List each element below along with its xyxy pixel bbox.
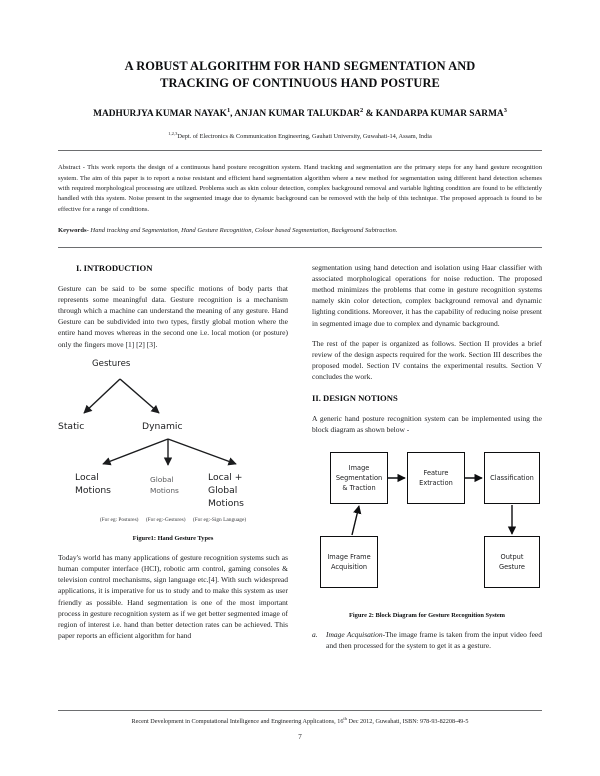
header-divider [58, 150, 542, 152]
figure-2-box-segmentation: Image Segmentation & Traction [330, 452, 388, 505]
list-item: a. Image Acquisation-The image frame is … [312, 629, 542, 651]
author-1-affil-marker: 1 [226, 107, 231, 114]
intro-paragraph-2: Today's world has many applications of g… [58, 552, 288, 641]
figure-2-block-diagram: Image Segmentation & Traction Feature Ex… [312, 444, 542, 604]
footer-citation: Recent Development in Computational Inte… [58, 714, 542, 726]
two-column-body: I. INTRODUCTION Gesture can be said to b… [58, 262, 542, 652]
figure-2-box-image-frame-acquisition: Image Frame Acquisition [320, 536, 378, 589]
abstract-text: Abstract - This work reports the design … [58, 164, 542, 213]
section-heading-introduction: I. INTRODUCTION [76, 262, 153, 273]
figure-2-box-feature-extraction: Feature Extraction [407, 452, 465, 505]
title-line-1: A ROBUST ALGORITHM FOR HAND SEGMENTATION… [124, 59, 476, 73]
keywords-label: Keywords- [58, 227, 89, 235]
section-heading-design-notions: II. DESIGN NOTIONS [312, 392, 398, 403]
page-number: 7 [298, 733, 302, 742]
affiliation-text: Dept. of Electronics & Communication Eng… [177, 133, 432, 141]
right-paragraph-2: The rest of the paper is organized as fo… [312, 338, 542, 382]
figure-1-static-label: Static [58, 420, 85, 432]
author-3-affil-marker: 3 [503, 107, 507, 114]
figure-2-box-output-gesture: Output Gesture [484, 536, 540, 589]
figure-1-dynamic-label: Dynamic [142, 420, 183, 432]
right-column: segmentation using hand detection and is… [312, 262, 542, 652]
figure-1-connectors [83, 378, 237, 466]
figure-1-example-local-global: (For eg:-Sign Language) [192, 516, 247, 523]
affiliation-marker: 1,2,3 [168, 131, 178, 137]
footer-ordinal-suffix: th [343, 716, 347, 721]
right-paragraph-1: segmentation using hand detection and is… [312, 262, 542, 328]
design-paragraph-1: A generic hand posture recognition syste… [312, 413, 542, 434]
footer-citation-after: Dec 2012, Guwahati, ISBN: 978-93-82208-4… [346, 718, 469, 726]
abstract-divider [58, 246, 542, 248]
figure-1-examples: (For eg: Postures) (For eg:-Gestures) (F… [58, 517, 288, 523]
footer-citation-before: Recent Development in Computational Inte… [131, 718, 344, 726]
list-item-marker: a. [312, 630, 318, 640]
author-2: , ANJAN KUMAR TALUKDAR [230, 109, 361, 120]
intro-paragraph-1: Gesture can be said to be some specific … [58, 283, 288, 349]
author-1: MADHURJYA KUMAR NAYAK [93, 109, 227, 120]
figure-2-box-classification: Classification [484, 452, 540, 505]
list-item-term: Image Acquisation [326, 630, 383, 640]
list-item-description: -The image frame is taken from the input… [326, 630, 542, 651]
affiliation: 1,2,3Dept. of Electronics & Communicatio… [58, 129, 542, 141]
list-item-text: Image Acquisation-The image frame is tak… [326, 629, 542, 651]
page-content: A ROBUST ALGORITHM FOR HAND SEGMENTATION… [58, 58, 542, 652]
page-footer: Recent Development in Computational Inte… [58, 710, 542, 743]
figure-1-root-label: Gestures [92, 358, 131, 369]
author-2-affil-marker: 2 [360, 107, 364, 114]
figure-1-caption: Figure1: Hand Gesture Types [132, 534, 214, 542]
footer-divider [58, 710, 542, 711]
keywords-text: Hand tracking and Segmentation, Hand Ges… [88, 227, 398, 235]
author-3: & KANDARPA KUMAR SARMA [363, 109, 504, 120]
author-list: MADHURJYA KUMAR NAYAK1, ANJAN KUMAR TALU… [58, 105, 542, 120]
figure-2-connectors [351, 473, 517, 536]
figure-1-example-local: (For eg: Postures) [99, 516, 139, 523]
figure-1-example-global: (For eg:-Gestures) [145, 516, 186, 523]
page-title: A ROBUST ALGORITHM FOR HAND SEGMENTATION… [76, 58, 524, 92]
title-line-2: TRACKING OF CONTINUOUS HAND POSTURE [160, 76, 440, 90]
keywords-block: Keywords- Hand tracking and Segmentation… [58, 226, 542, 236]
figure-2-caption: Figure 2: Block Diagram for Gesture Reco… [348, 612, 506, 620]
left-column: I. INTRODUCTION Gesture can be said to b… [58, 262, 288, 652]
